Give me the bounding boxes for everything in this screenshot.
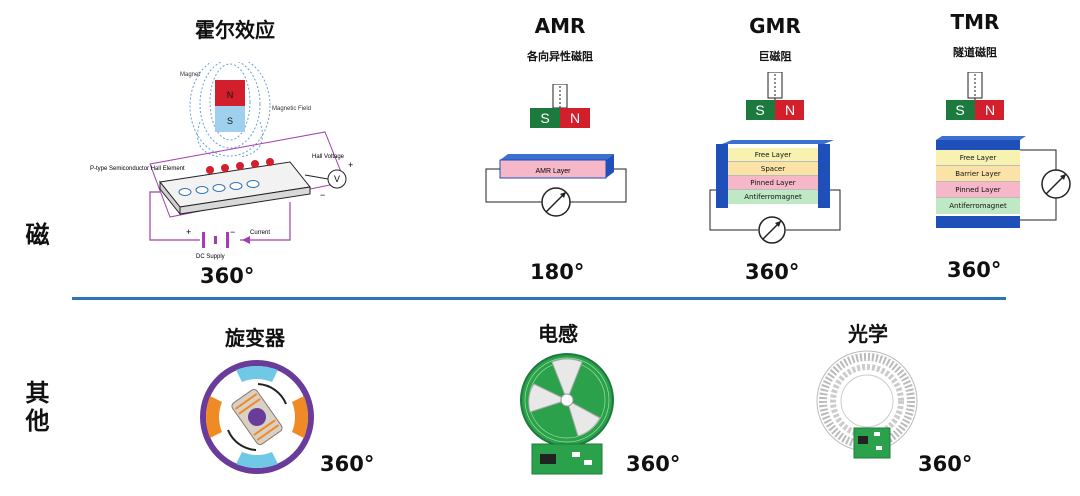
gmr-layer-pinned: Pinned Layer [728,176,818,190]
gmr-angle: 360° [745,260,800,284]
tmr-layer-free: Free Layer [936,150,1020,166]
gmr-layer-stack: Free Layer Spacer Pinned Layer Antiferro… [728,148,818,204]
resolver-diagram [200,360,314,474]
optical-pcb [853,427,891,459]
gmr-title: GMR [749,14,801,38]
amr-angle: 180° [530,260,585,284]
gmr-magnet: S N [746,72,804,120]
gmr-subtitle: 巨磁阻 [758,50,792,63]
tmr-s: S [955,102,964,118]
amr-diagram: S N AMR Layer [485,84,627,217]
amr-magnet-north [560,108,590,128]
amr-title: AMR [534,14,586,38]
side-label-magnetic: 磁 [21,222,49,250]
tmr-layer-barrier: Barrier Layer [936,166,1020,182]
side-label-other: 其他 [21,380,49,436]
tmr-layer-stack: Free Layer Barrier Layer Pinned Layer An… [936,150,1020,214]
optical-angle: 360° [918,452,973,476]
gmr-layer-antiferromagnet: Antiferromagnet [728,190,818,204]
resolver-title: 旋变器 [225,326,285,350]
inductive-diagram [520,353,614,475]
amr-layer-label: AMR Layer [535,168,571,175]
inductive-angle: 360° [626,452,681,476]
gmr-n: N [785,102,795,118]
magnet-south [215,106,245,132]
hall-effect-diagram: N S Magnet Magnetic Field V Hall Voltage… [90,62,353,260]
resolver-rotor [231,388,283,446]
dc-supply-label: DC Supply [196,254,225,260]
resolver-coils-orange [206,396,308,438]
tmr-layer-antiferromagnet: Antiferromagnet [936,198,1020,214]
inductive-target-blades [528,358,601,437]
current-label: Current [250,230,270,236]
magnetic-field-lines [189,62,271,158]
hall-title: 霍尔效应 [195,18,275,42]
gmr-layer-spacer: Spacer [728,162,818,176]
hall-element-label: P-type Semiconductor Hall Element [90,166,185,172]
hall-n-label: N [227,90,234,100]
voltage-plus: + [348,160,353,170]
tmr-circuit [936,136,1071,228]
amr-s: S [540,110,549,126]
gmr-s: S [755,102,764,118]
current-arrow-icon [242,236,250,244]
optical-title: 光学 [848,322,888,346]
hall-charges-negative [178,180,260,196]
magnet-north [215,80,245,106]
supply-plus: + [186,227,191,237]
voltage-minus: − [320,190,325,200]
optical-diagram [816,350,918,459]
section-divider [72,297,1006,300]
resolver-coils-blue [236,366,278,468]
hall-charges-positive [206,158,274,174]
hall-angle: 360° [200,264,255,288]
tmr-n: N [985,102,995,118]
supply-minus: − [230,227,235,237]
amr-magnet-south [530,108,560,128]
voltmeter-v: V [334,174,340,184]
gmr-layer-free: Free Layer [728,148,818,162]
hall-s-label: S [227,116,233,126]
tmr-subtitle: 隧道磁阻 [953,46,997,59]
battery-plate [202,232,205,248]
tmr-layer-pinned: Pinned Layer [936,182,1020,198]
amr-subtitle: 各向异性磁阻 [527,50,593,63]
inductive-title: 电感 [538,322,578,346]
field-label: Magnetic Field [272,106,311,112]
hall-voltage-label: Hall Voltage [312,154,345,160]
tmr-magnet: S N [946,72,1004,120]
amr-n: N [570,110,580,126]
tmr-title: TMR [950,10,1000,34]
magnet-label: Magnet [180,72,200,78]
resolver-angle: 360° [320,452,375,476]
tmr-angle: 360° [947,258,1002,282]
gmr-circuit [709,140,841,244]
rotation-arrow-icon [227,429,257,451]
